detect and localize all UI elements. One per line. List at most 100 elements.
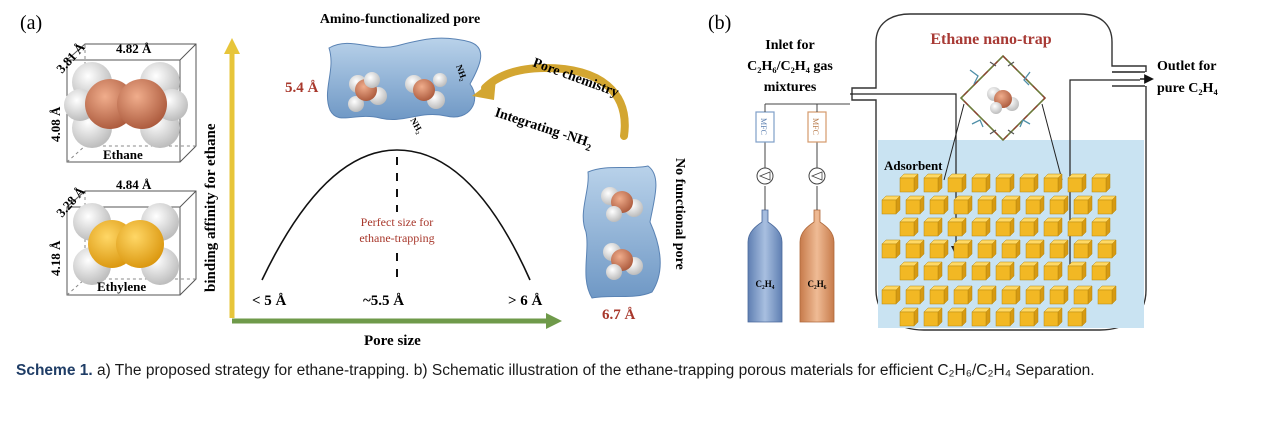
- c2h4-cylinder: C₂H₄: [747, 209, 783, 323]
- c2h6-cylinder-label: C₂H₆: [808, 279, 827, 289]
- adsorbent-cube: [995, 311, 1011, 327]
- mfc-left: MFC: [755, 111, 775, 143]
- ethylene-molecule-icon: [73, 203, 179, 285]
- adsorbent-cube: [1073, 199, 1089, 215]
- adsorbent-cube: [953, 243, 969, 259]
- adsorbent-cube: [971, 265, 987, 281]
- adsorbent-cube: [929, 199, 945, 215]
- caption-text: a) The proposed strategy for ethane-trap…: [92, 362, 1095, 379]
- adsorbent-cube: [1019, 221, 1035, 237]
- figure-caption: Scheme 1. a) The proposed strategy for e…: [16, 360, 1251, 381]
- adsorbent-cube: [905, 289, 921, 305]
- affinity-curve: [261, 149, 531, 281]
- adsorbent-cube: [1073, 289, 1089, 305]
- adsorbent-cube: [977, 289, 993, 305]
- integrating-nh2-label: Integrating -NH2: [492, 106, 594, 155]
- y-axis-arrowhead: [224, 38, 240, 54]
- amino-functionalized-pore: NH₂ NH₂: [326, 37, 482, 135]
- outlet-line1: Outlet for: [1157, 59, 1216, 74]
- zoom-line-right: [1041, 103, 1063, 181]
- adsorbent-cubes: [881, 173, 1117, 327]
- ethylene-molecule-box: 4.84 Å 3.28 Å 4.18 Å Ethylene: [48, 177, 197, 296]
- adsorbent-cube: [1049, 199, 1065, 215]
- panel-b-label: (b): [708, 12, 731, 34]
- adsorbent-cube: [1043, 311, 1059, 327]
- amino-pore-title: Amino-functionalized pore: [320, 12, 480, 27]
- adsorbent-cube: [1025, 289, 1041, 305]
- ethane-molecule-box: 4.82 Å 3.81 Å 4.08 Å Ethane: [48, 39, 197, 163]
- trap-title: Ethane nano-trap: [930, 31, 1051, 48]
- adsorbent-cube: [899, 311, 915, 327]
- inlet-line3: mixtures: [764, 80, 817, 95]
- adsorbent-cube: [995, 177, 1011, 193]
- adsorbent-cube: [923, 265, 939, 281]
- adsorbent-cube: [899, 265, 915, 281]
- adsorbent-cube: [929, 289, 945, 305]
- adsorbent-cube: [971, 177, 987, 193]
- adsorbent-cube: [899, 177, 915, 193]
- no-functional-pore: [582, 165, 661, 299]
- adsorbent-cube: [899, 221, 915, 237]
- adsorbent-cube: [947, 311, 963, 327]
- inlet-line1: Inlet for: [765, 38, 814, 53]
- caption-lead: Scheme 1.: [16, 362, 93, 379]
- adsorbent-cube: [947, 221, 963, 237]
- mfc-right-label: MFC: [811, 118, 820, 135]
- adsorbent-cube: [953, 289, 969, 305]
- adsorbent-cube: [1091, 177, 1107, 193]
- pore-chemistry-arrow: [481, 63, 629, 140]
- adsorbent-cube: [881, 289, 897, 305]
- x-tick-low: < 5 Å: [252, 293, 287, 309]
- adsorbent-cube: [1043, 265, 1059, 281]
- adsorbent-cube: [1043, 177, 1059, 193]
- adsorbent-cube: [1049, 289, 1065, 305]
- adsorbent-cube: [1067, 221, 1083, 237]
- adsorbent-cube: [1001, 199, 1017, 215]
- adsorbent-cube: [923, 177, 939, 193]
- adsorbent-cube: [1067, 177, 1083, 193]
- panel-a-label: (a): [20, 12, 42, 34]
- scheme-figure: (a) 4.82 Å 3.81 Å 4.08 Å Ethane: [20, 12, 1218, 349]
- adsorbent-cube: [881, 243, 897, 259]
- adsorbent-cube: [1001, 289, 1017, 305]
- adsorbent-cube: [1019, 311, 1035, 327]
- adsorbent-cube: [1097, 199, 1113, 215]
- adsorbent-cube: [1025, 243, 1041, 259]
- adsorbent-cube: [1043, 221, 1059, 237]
- adsorbent-cube: [1091, 265, 1107, 281]
- adsorbent-cube: [1067, 265, 1083, 281]
- x-axis-arrowhead: [546, 313, 562, 329]
- adsorbent-cube: [881, 199, 897, 215]
- ethylene-label: Ethylene: [97, 279, 146, 294]
- nano-trap-framework: [959, 54, 1047, 142]
- pore-chemistry-label: Pore chemistry: [531, 56, 621, 101]
- adsorbent-cube: [995, 221, 1011, 237]
- adsorbent-cube: [953, 199, 969, 215]
- adsorbent-cube: [1091, 221, 1107, 237]
- adsorbent-cube: [947, 265, 963, 281]
- c2h6-cylinder: C₂H₆: [799, 209, 835, 323]
- no-functional-pore-label: No functional pore: [672, 158, 687, 270]
- adsorbent-cube: [947, 177, 963, 193]
- adsorbent-cube: [1001, 243, 1017, 259]
- pore-chemistry-arrowhead: [472, 78, 496, 100]
- integrating-nh2-text: Integrating -NH: [493, 106, 590, 150]
- adsorbent-cube: [995, 265, 1011, 281]
- ethane-dim-b: 4.82 Å: [116, 41, 152, 56]
- x-tick-high: > 6 Å: [508, 293, 543, 309]
- adsorbent-cube: [1025, 199, 1041, 215]
- adsorbent-cube: [929, 243, 945, 259]
- mfc-left-label: MFC: [759, 118, 768, 135]
- curve-note-line2: ethane-trapping: [359, 231, 434, 245]
- adsorbent-cube: [971, 311, 987, 327]
- curve-note-bg: [340, 212, 454, 248]
- adsorbent-cube: [971, 221, 987, 237]
- adsorbent-label: Adsorbent: [884, 158, 943, 173]
- adsorbent-cube: [923, 221, 939, 237]
- adsorbent-cube: [1019, 177, 1035, 193]
- y-axis-label: binding affinity for ethane: [203, 123, 219, 292]
- x-axis-label: Pore size: [364, 333, 421, 349]
- ethane-label: Ethane: [103, 147, 143, 162]
- x-tick-mid: ~5.5 Å: [363, 293, 404, 309]
- integrating-nh2-subscript: 2: [584, 142, 592, 154]
